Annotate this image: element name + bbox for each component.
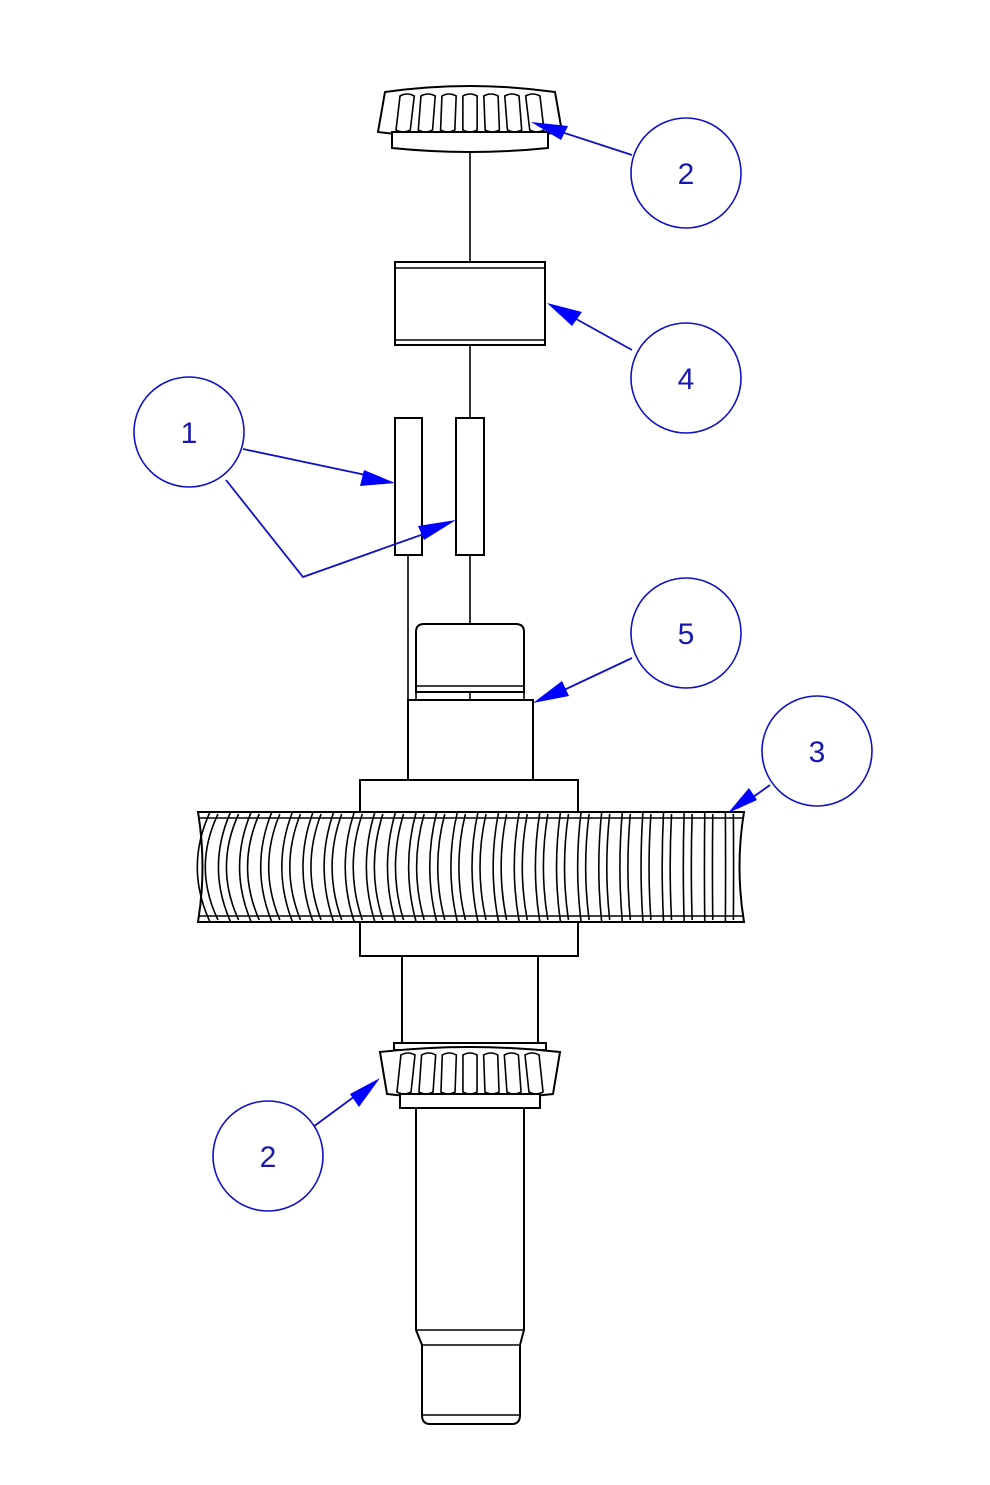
gear-tooth (619, 811, 624, 923)
gear-tooth (513, 811, 521, 923)
gear-tooth-edge (563, 813, 570, 921)
gear-tooth-edge (246, 813, 260, 921)
gear-tooth-edge (669, 813, 673, 921)
bearing-roller (482, 1052, 500, 1095)
gear-tooth-edge (479, 813, 487, 921)
gear-tooth (682, 811, 685, 923)
gear-tooth-edge (415, 813, 425, 921)
worm-gear (196, 811, 746, 923)
gear-tooth-edge (352, 813, 364, 921)
gear-tooth-edge (436, 813, 446, 921)
gear-tooth (661, 811, 665, 923)
balloon-5: 5 (630, 577, 742, 689)
gear-tooth-edge (690, 813, 693, 921)
gear-tooth-edge (225, 813, 240, 921)
gear-tooth-edge (394, 813, 405, 921)
gear-tooth (344, 811, 356, 923)
gear-tooth-edge (606, 813, 611, 921)
gear-tooth-edge (584, 813, 590, 921)
gear-tooth-edge (267, 813, 281, 921)
gear-tooth (323, 811, 335, 923)
balloon-label: 5 (678, 618, 695, 651)
balloon-3: 3 (761, 695, 873, 807)
leaders (225, 122, 771, 1128)
bearing-roller (396, 1052, 416, 1095)
gear-tooth-edge (542, 813, 549, 921)
bearing-roller (462, 1052, 478, 1095)
bearing-top (376, 85, 564, 153)
bearing-roller (417, 93, 437, 133)
bearing-roller (503, 93, 523, 133)
balloon-label: 2 (260, 1141, 277, 1174)
gear-tooth (365, 811, 376, 923)
gear-tooth (492, 811, 500, 923)
gear-tooth-edge (458, 813, 467, 921)
gear-tooth (407, 811, 417, 923)
gear-tooth-edge (204, 813, 219, 921)
gear-tooth (238, 811, 252, 923)
gear-tooth-edge (627, 813, 632, 921)
bearing-roller (395, 93, 416, 133)
gear-tooth (259, 811, 273, 923)
leader-1b (225, 479, 436, 579)
gear-tooth-edge (373, 813, 384, 921)
bearing-roller (418, 1052, 437, 1095)
gear-tooth (534, 811, 541, 923)
bearing-roller (482, 93, 501, 133)
gear-tooth (640, 811, 644, 923)
balloon-2-top: 2 (630, 117, 742, 229)
bearing-roller (524, 93, 545, 133)
gear-tooth-edge (331, 813, 343, 921)
balloon-1: 1 (133, 376, 245, 488)
gear-tooth-edge (500, 813, 508, 921)
gear-tooth-edge (521, 813, 529, 921)
balloon-2-bottom: 2 (212, 1100, 324, 1212)
bearing-roller (462, 93, 478, 133)
gear-tooth (450, 811, 459, 923)
gear-tooth-edge (289, 813, 302, 921)
gear-tooth (281, 811, 294, 923)
gear-tooth (302, 811, 314, 923)
gear-tooth (598, 811, 603, 923)
gear-tooth (576, 811, 582, 923)
gear-tooth (471, 811, 479, 923)
gear-tooth (386, 811, 397, 923)
bearing-roller (440, 1052, 458, 1095)
balloon-label: 1 (181, 417, 198, 450)
gear-tooth-edge (310, 813, 322, 921)
balloon-label: 3 (809, 736, 826, 769)
gear-tooth (555, 811, 562, 923)
gear-tooth-edge (648, 813, 652, 921)
balloon-4: 4 (630, 322, 742, 434)
balloon-label: 4 (678, 363, 695, 396)
bearing-roller (439, 93, 458, 133)
gear-tooth (428, 811, 438, 923)
shaft (359, 623, 579, 1425)
leader-1a (242, 448, 381, 479)
gear-tooth (217, 811, 232, 923)
bearing-roller (524, 1052, 544, 1095)
bearing-roller (503, 1052, 522, 1095)
bearing-bottom (378, 1042, 562, 1109)
gear-tooth (196, 811, 211, 923)
spacer (394, 261, 546, 346)
keys (394, 417, 485, 556)
balloon-label: 2 (678, 158, 695, 191)
